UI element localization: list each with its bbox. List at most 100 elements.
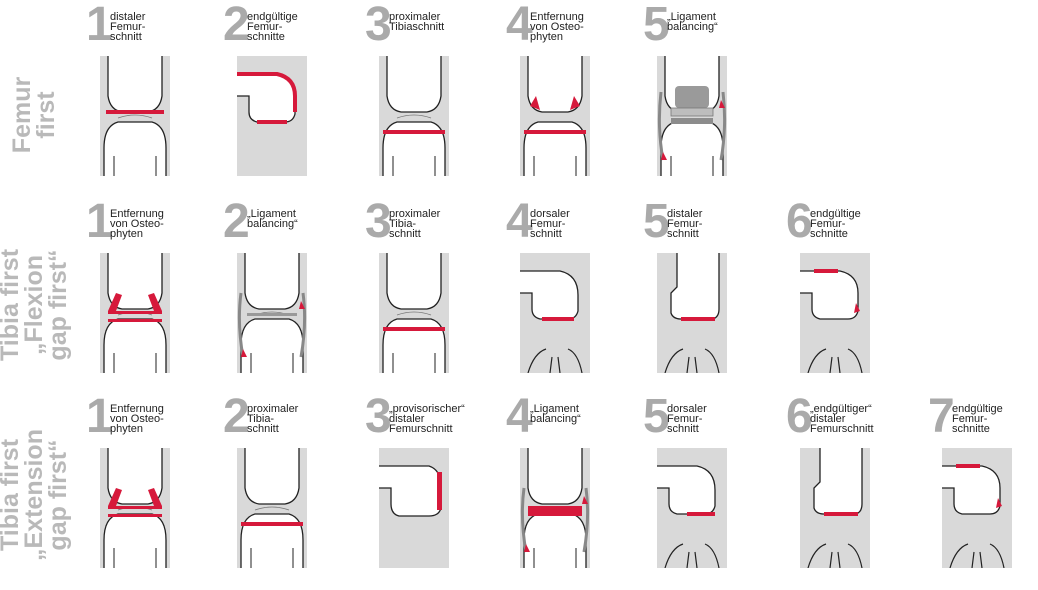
step-label: Entfernung von Osteo- phyten <box>110 404 164 434</box>
step-label: distaler Femur- schnitt <box>667 209 702 239</box>
knee-diagram <box>100 448 170 568</box>
step-number: 6 <box>786 393 813 441</box>
step-extension-gap-2: 2 proximaler Tibia- schnitt <box>225 400 363 590</box>
step-number: 6 <box>786 198 813 246</box>
step-femur-first-2: 2 endgültige Femur- schnitte <box>225 8 363 198</box>
knee-diagram <box>100 56 170 176</box>
step-number: 4 <box>506 393 533 441</box>
step-label: „Ligament balancing“ <box>667 12 718 32</box>
step-number: 3 <box>365 198 392 246</box>
knee-diagram <box>942 448 1012 568</box>
row-label-line: gap first“ <box>46 249 70 361</box>
step-number: 2 <box>223 198 250 246</box>
knee-diagram-svg <box>800 448 870 568</box>
step-number: 3 <box>365 393 392 441</box>
step-label: dorsaler Femur- schnitt <box>667 404 707 434</box>
step-label: endgültige Femur- schnitte <box>810 209 861 239</box>
step-number: 1 <box>86 198 113 246</box>
step-label: „endgültiger“ distaler Femurschnitt <box>810 404 874 434</box>
knee-diagram <box>520 448 590 568</box>
knee-diagram-svg <box>520 253 590 373</box>
row-label-line: Femur <box>10 77 34 153</box>
step-label: „Ligament balancing“ <box>247 209 298 229</box>
row-label-femur-first: Femur first <box>2 40 66 190</box>
knee-diagram <box>800 253 870 373</box>
step-flexion-gap-2: 2 „Ligament balancing“ <box>225 205 363 395</box>
knee-diagram-svg <box>942 448 1012 568</box>
knee-diagram-svg <box>379 253 449 373</box>
step-extension-gap-6: 6 „endgültiger“ distaler Femurschnitt <box>788 400 926 590</box>
knee-diagram <box>379 448 449 568</box>
step-label: Entfernung von Osteo- phyten <box>530 12 584 42</box>
knee-diagram <box>237 56 307 176</box>
knee-diagram-svg <box>657 448 727 568</box>
step-femur-first-4: 4 Entfernung von Osteo- phyten <box>508 8 646 198</box>
row-label-extension-gap-first: Tibia first „Extension gap first“ <box>2 410 66 580</box>
step-number: 2 <box>223 1 250 49</box>
step-extension-gap-5: 5 dorsaler Femur- schnitt <box>645 400 783 590</box>
row-label-flexion-gap-first: Tibia first „Flexion gap first“ <box>2 225 66 385</box>
step-label: proximaler Tibiaschnitt <box>389 12 444 32</box>
row-label-line: Tibia first <box>0 429 22 561</box>
step-label: proximaler Tibia- schnitt <box>389 209 440 239</box>
step-flexion-gap-6: 6 endgültige Femur- schnitte <box>788 205 926 395</box>
row-label-line: first <box>34 77 58 153</box>
row-label-line: gap first“ <box>46 429 70 561</box>
step-number: 5 <box>643 393 670 441</box>
step-extension-gap-7: 7 endgültige Femur- schnitte <box>930 400 1038 590</box>
step-label: Entfernung von Osteo- phyten <box>110 209 164 239</box>
step-label: endgültige Femur- schnitte <box>952 404 1003 434</box>
knee-diagram-svg <box>520 448 590 568</box>
knee-diagram <box>237 253 307 373</box>
row-label-line: „Flexion <box>22 249 46 361</box>
step-flexion-gap-4: 4 dorsaler Femur- schnitt <box>508 205 646 395</box>
knee-diagram-svg <box>100 56 170 176</box>
step-flexion-gap-5: 5 distaler Femur- schnitt <box>645 205 783 395</box>
step-number: 2 <box>223 393 250 441</box>
step-number: 4 <box>506 1 533 49</box>
knee-diagram-svg <box>100 253 170 373</box>
knee-diagram-svg <box>520 56 590 176</box>
step-number: 7 <box>928 393 955 441</box>
knee-diagram <box>657 448 727 568</box>
step-label: distaler Femur- schnitt <box>110 12 145 42</box>
step-label: „Ligament balancing“ <box>530 404 581 424</box>
step-extension-gap-1: 1 Entfernung von Osteo- phyten <box>88 400 226 590</box>
step-number: 4 <box>506 198 533 246</box>
knee-diagram <box>520 253 590 373</box>
knee-diagram <box>520 56 590 176</box>
knee-diagram-svg <box>237 56 307 176</box>
knee-diagram-svg <box>379 56 449 176</box>
step-flexion-gap-1: 1 Entfernung von Osteo- phyten <box>88 205 226 395</box>
step-label: dorsaler Femur- schnitt <box>530 209 570 239</box>
step-femur-first-5: 5 „Ligament balancing“ <box>645 8 783 198</box>
knee-diagram <box>657 253 727 373</box>
step-extension-gap-4: 4 „Ligament balancing“ <box>508 400 646 590</box>
step-number: 5 <box>643 1 670 49</box>
step-number: 1 <box>86 1 113 49</box>
step-femur-first-3: 3 proximaler Tibiaschnitt <box>367 8 505 198</box>
step-number: 5 <box>643 198 670 246</box>
knee-diagram-svg <box>237 253 307 373</box>
knee-diagram <box>237 448 307 568</box>
knee-diagram <box>100 253 170 373</box>
row-label-line: Tibia first <box>0 249 22 361</box>
step-label: proximaler Tibia- schnitt <box>247 404 298 434</box>
step-number: 3 <box>365 1 392 49</box>
knee-diagram-svg <box>800 253 870 373</box>
knee-diagram-svg <box>100 448 170 568</box>
step-flexion-gap-3: 3 proximaler Tibia- schnitt <box>367 205 505 395</box>
step-label: „provisorischer“ distaler Femurschnitt <box>389 404 465 434</box>
step-extension-gap-3: 3 „provisorischer“ distaler Femurschnitt <box>367 400 505 590</box>
step-number: 1 <box>86 393 113 441</box>
step-label: endgültige Femur- schnitte <box>247 12 298 42</box>
knee-diagram <box>379 56 449 176</box>
step-femur-first-1: 1 distaler Femur- schnitt <box>88 8 226 198</box>
knee-diagram <box>379 253 449 373</box>
row-label-line: „Extension <box>22 429 46 561</box>
knee-diagram-svg <box>379 448 449 568</box>
knee-diagram <box>657 56 727 176</box>
knee-diagram-svg <box>237 448 307 568</box>
knee-diagram-svg <box>657 56 727 176</box>
knee-diagram <box>800 448 870 568</box>
